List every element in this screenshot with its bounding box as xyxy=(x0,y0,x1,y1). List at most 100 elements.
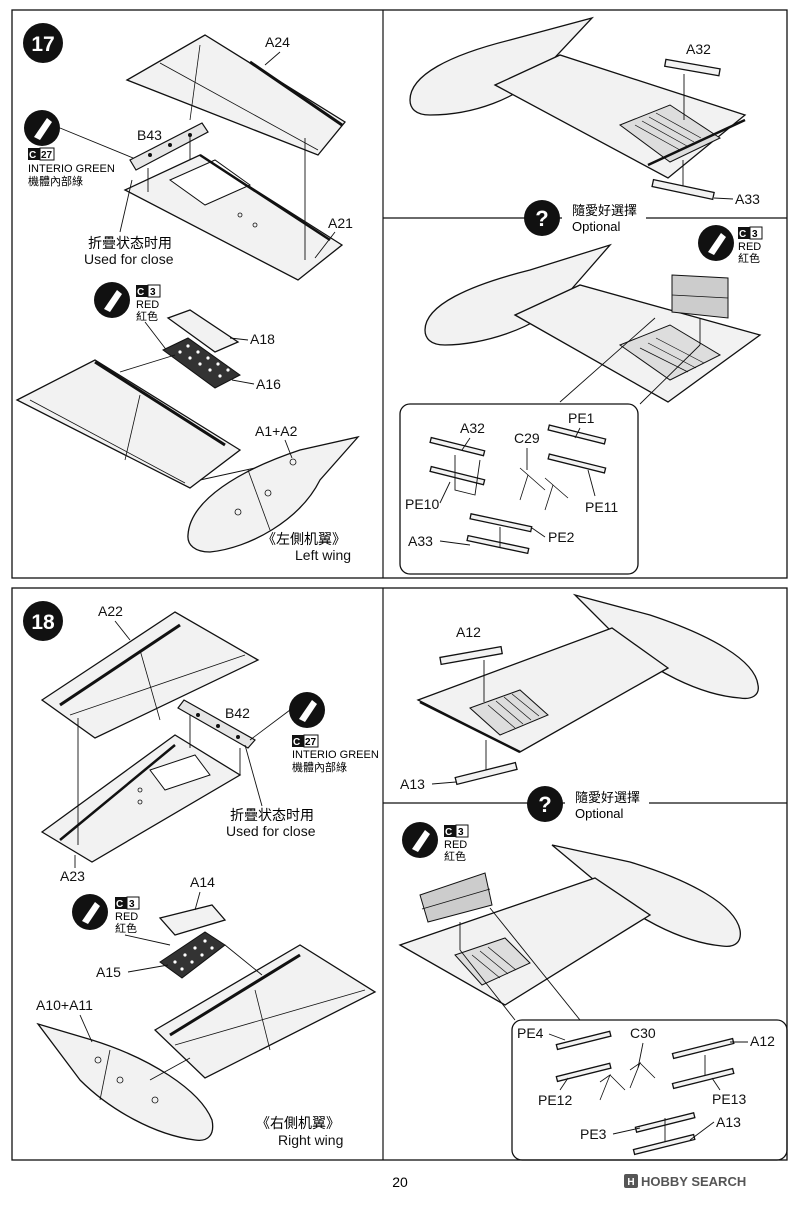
pe-parts-18 xyxy=(555,1030,735,1156)
optional-en-18: Optional xyxy=(575,806,624,821)
step17-badge: 17 xyxy=(23,23,63,63)
lower-wing-a21 xyxy=(123,153,344,281)
label-a14: A14 xyxy=(190,874,215,890)
wing-underside-open-18 xyxy=(398,844,741,1006)
upper-wing-a24 xyxy=(125,34,346,156)
optional-badge-18: ? xyxy=(527,786,563,822)
part-a33-17 xyxy=(651,178,715,201)
label-pe11: PE11 xyxy=(585,499,618,515)
paint-c3-icon-17: C 3 xyxy=(94,282,161,318)
label-pe13: PE13 xyxy=(712,1091,746,1107)
svg-text:C: C xyxy=(137,287,144,298)
close-note-zh-18: 折疊状态时用 xyxy=(230,808,314,824)
svg-text:3: 3 xyxy=(129,899,135,910)
svg-text:3: 3 xyxy=(150,287,156,298)
svg-text:C: C xyxy=(29,150,36,161)
close-note-en-18: Used for close xyxy=(226,823,316,839)
svg-text:C: C xyxy=(116,899,123,910)
label-b42: B42 xyxy=(225,705,250,721)
svg-text:?: ? xyxy=(535,206,548,231)
paint-c27-name-17: INTERIO GREEN xyxy=(28,163,115,175)
part-a15 xyxy=(159,931,226,979)
label-a10a11: A10+A11 xyxy=(36,997,93,1013)
part-b42 xyxy=(177,699,256,749)
wing-title-en-18: Right wing xyxy=(278,1132,343,1148)
paint-c3-icon-18: C 3 xyxy=(72,894,140,930)
left-wing-main xyxy=(15,359,242,489)
step18-frame xyxy=(11,587,788,1161)
svg-text:3: 3 xyxy=(752,229,758,240)
paint-c3-zh-18: 紅色 xyxy=(115,921,137,935)
optional-zh-17: 隨愛好選擇 xyxy=(572,203,637,219)
part-a14 xyxy=(158,904,227,936)
paint-c3-name-opt17: RED xyxy=(738,241,761,253)
wing-title-zh-18: 《右側机翼》 xyxy=(256,1116,340,1132)
part-a18 xyxy=(166,309,240,353)
label-c29: C29 xyxy=(514,430,540,446)
drop-tank-a10a11 xyxy=(36,1022,214,1141)
step18-number: 18 xyxy=(31,611,55,634)
paint-c27-icon-17: C 27 xyxy=(24,110,60,161)
lower-wing-a23 xyxy=(40,734,242,863)
label-b43: B43 xyxy=(137,127,162,143)
paint-c3-zh-opt18: 紅色 xyxy=(444,849,466,863)
label-pe12: PE12 xyxy=(538,1092,572,1108)
pe-inset-17 xyxy=(399,403,639,575)
label-pe10: PE10 xyxy=(405,496,439,512)
label-pe4: PE4 xyxy=(517,1025,544,1041)
step17-number: 17 xyxy=(31,33,54,56)
svg-text:C: C xyxy=(293,737,300,748)
label-a32-inset: A32 xyxy=(460,420,485,436)
paint-c3-name-18: RED xyxy=(115,911,138,923)
label-a33-inset: A33 xyxy=(408,533,433,549)
svg-text:27: 27 xyxy=(41,150,53,161)
right-wing-main xyxy=(153,944,377,1079)
step18-badge: 18 xyxy=(23,601,63,641)
paint-c27-name-18: INTERIO GREEN xyxy=(292,749,379,761)
svg-text:C: C xyxy=(739,229,746,240)
label-a15: A15 xyxy=(96,964,121,980)
watermark: H HOBBY SEARCH xyxy=(624,1174,746,1189)
paint-c27-icon-18: C 27 xyxy=(289,692,325,748)
label-a32-top: A32 xyxy=(686,41,711,57)
optional-en-17: Optional xyxy=(572,219,621,234)
part-b43 xyxy=(129,122,209,171)
label-a23: A23 xyxy=(60,868,85,884)
label-a24: A24 xyxy=(265,34,290,50)
label-pe1: PE1 xyxy=(568,410,595,426)
optional-zh-18: 隨愛好選擇 xyxy=(575,790,640,806)
label-a18: A18 xyxy=(250,331,275,347)
close-note-en-17: Used for close xyxy=(84,251,174,267)
label-pe3: PE3 xyxy=(580,1126,607,1142)
page-number: 20 xyxy=(392,1174,408,1190)
part-a32-17 xyxy=(663,58,721,77)
step17-frame xyxy=(11,9,788,579)
label-a13-top: A13 xyxy=(400,776,425,792)
label-a12-top: A12 xyxy=(456,624,481,640)
paint-c3-name-17: RED xyxy=(136,299,159,311)
part-a16 xyxy=(162,337,241,389)
paint-c27-zh-17: 機體內部綠 xyxy=(28,174,83,188)
upper-wing-a22 xyxy=(40,611,260,739)
svg-text:27: 27 xyxy=(305,737,317,748)
pe-inset-18 xyxy=(511,1019,788,1161)
label-a21: A21 xyxy=(328,215,353,231)
paint-c3-zh-opt17: 紅色 xyxy=(738,251,760,265)
wing-title-en-17: Left wing xyxy=(295,547,351,563)
wing-underside-closed-18 xyxy=(416,593,759,754)
label-a1a2: A1+A2 xyxy=(255,423,298,439)
svg-text:H: H xyxy=(627,1177,634,1188)
label-a13-inset: A13 xyxy=(716,1114,741,1130)
svg-text:3: 3 xyxy=(458,827,464,838)
close-note-zh-17: 折疊状态时用 xyxy=(88,236,172,252)
svg-text:?: ? xyxy=(538,792,551,817)
wing-title-zh-17: 《左側机翼》 xyxy=(262,532,346,548)
part-a13-18 xyxy=(454,761,518,786)
paint-c27-zh-18: 機體內部綠 xyxy=(292,760,347,774)
paint-c3-icon-opt17: C 3 xyxy=(698,225,763,261)
drop-tank-a1a2 xyxy=(187,435,360,553)
svg-text:C: C xyxy=(445,827,452,838)
wing-underside-open-17 xyxy=(424,243,762,403)
